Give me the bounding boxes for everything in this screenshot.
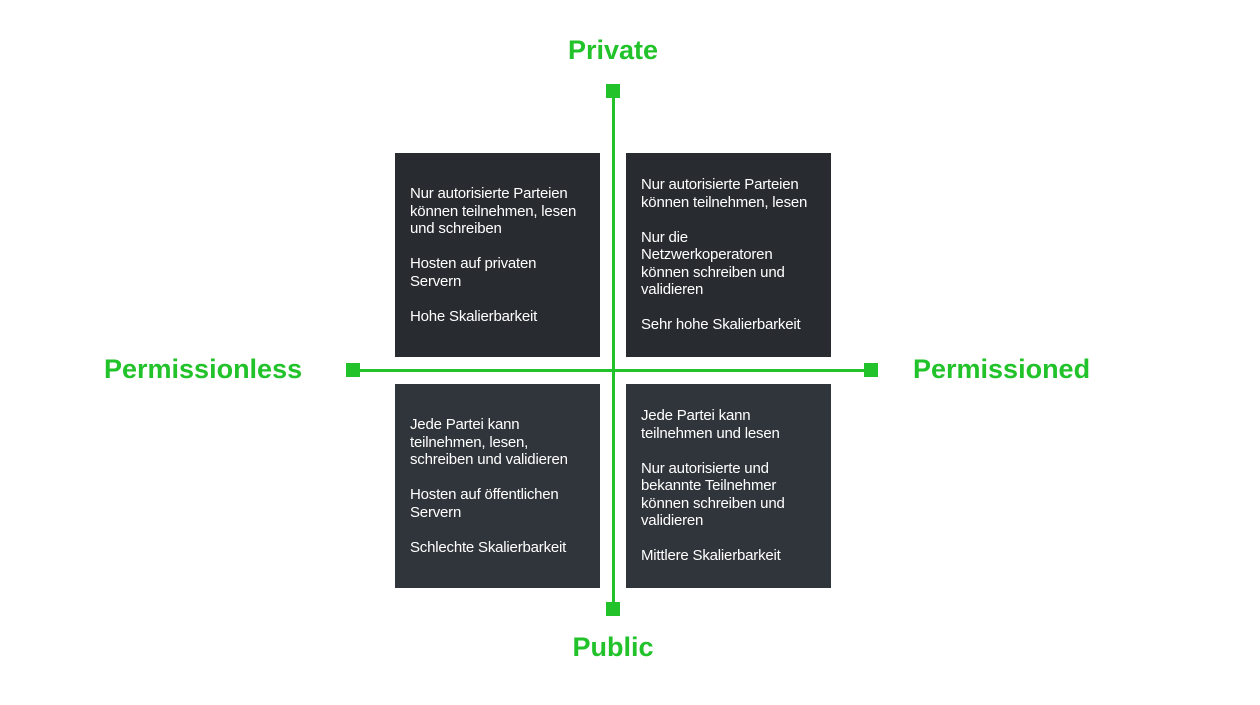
quadrant-text: Nur autorisierte Parteien können teilneh… <box>410 185 577 237</box>
quadrant-text: Jede Partei kann teilnehmen, lesen, schr… <box>410 416 568 468</box>
axis-endpoint-top <box>606 84 620 98</box>
axis-label-private: Private <box>567 35 659 65</box>
axis-endpoint-right <box>864 363 878 377</box>
quadrant-text: Nur autorisierte Parteien können teilneh… <box>641 176 808 211</box>
axis-label-permissioned: Permissioned <box>913 354 1091 384</box>
quadrant-public-permissionless: Jede Partei kann teilnehmen, lesen, schr… <box>395 384 600 588</box>
quadrant-text: Hosten auf privaten Servern <box>410 255 537 290</box>
quadrant-private-permissioned: Nur autorisierte Parteien können teilneh… <box>626 153 831 357</box>
quadrant-text: Hohe Skalierbarkeit <box>410 307 538 325</box>
axis-label-permissionless: Permissionless <box>104 354 303 384</box>
quadrant-text: Mittlere Skalierbarkeit <box>641 547 781 565</box>
axis-label-public: Public <box>572 632 654 662</box>
quadrant-text: Nur die Netzwerkoperatoren können schrei… <box>641 228 785 299</box>
quadrant-text: Nur autorisierte und bekannte Teilnehmer… <box>641 459 785 530</box>
quadrant-text: Jede Partei kann teilnehmen und lesen <box>641 407 780 442</box>
quadrant-text: Hosten auf öffentlichen Servern <box>410 486 559 521</box>
axis-endpoint-bottom <box>606 602 620 616</box>
quadrant-public-permissioned: Jede Partei kann teilnehmen und lesen Nu… <box>626 384 831 588</box>
horizontal-axis-line <box>353 369 871 372</box>
axis-endpoint-left <box>346 363 360 377</box>
quadrant-text: Sehr hohe Skalierbarkeit <box>641 316 801 334</box>
quadrant-text: Schlechte Skalierbarkeit <box>410 538 567 556</box>
vertical-axis-line <box>612 91 615 609</box>
quadrant-private-permissionless: Nur autorisierte Parteien können teilneh… <box>395 153 600 357</box>
